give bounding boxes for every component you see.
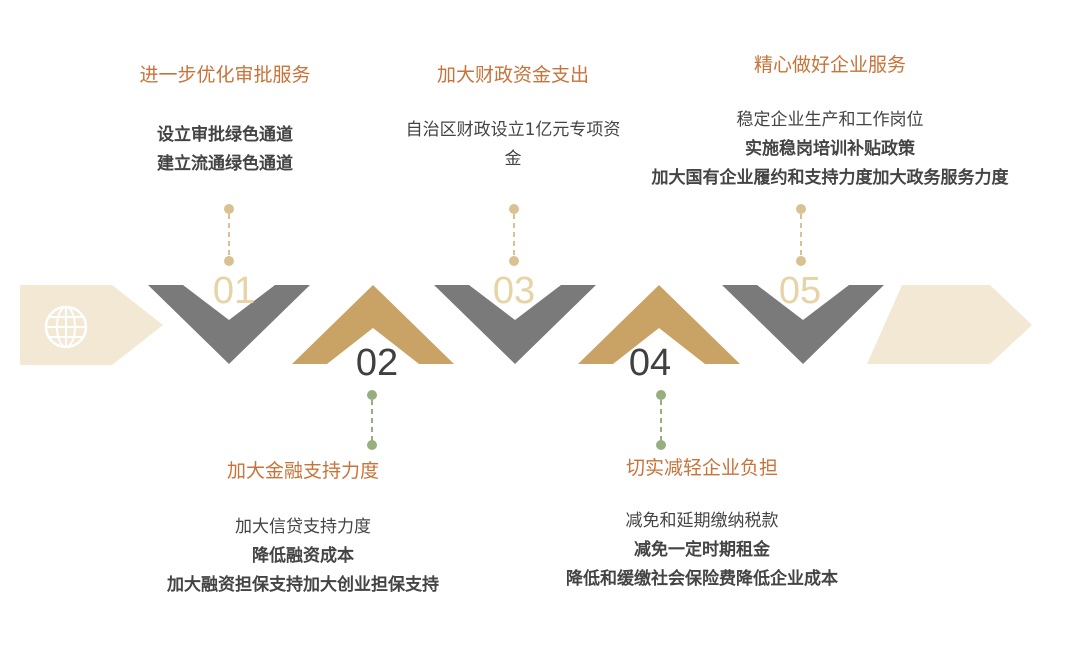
- step-05-line-3: 加大国有企业履约和支持力度加大政务服务力度: [651, 168, 1009, 188]
- step-04-connector: [656, 390, 666, 450]
- step-05-description: 稳定企业生产和工作岗位 实施稳岗培训补贴政策 加大国有企业履约和支持力度加大政务…: [600, 106, 1060, 193]
- step-02-title: 加大金融支持力度: [226, 460, 379, 482]
- step-04-line-1: 减免和延期缴纳税款: [625, 511, 779, 531]
- step-02-description: 加大信贷支持力度 降低融资成本 加大融资担保支持加大创业担保支持: [138, 513, 468, 600]
- step-01-title: 进一步优化审批服务: [139, 64, 311, 86]
- step-01-line-2: 建立流通绿色通道: [157, 154, 293, 174]
- step-03-connector: [509, 204, 519, 266]
- step-05-line-2: 实施稳岗培训补贴政策: [745, 139, 915, 159]
- globe-icon: [44, 305, 88, 349]
- end-arrow-shape: [867, 285, 1032, 364]
- step-04-chevron: [578, 285, 740, 364]
- step-04-line-3: 降低和缓缴社会保险费降低企业成本: [566, 569, 838, 589]
- step-03-line-1: 自治区财政设立1亿元专项资: [405, 120, 621, 140]
- step-03-chevron: [434, 285, 596, 364]
- step-04-number: 04: [628, 342, 672, 384]
- step-01-chevron: [148, 285, 310, 364]
- step-01-number: 01: [212, 270, 256, 312]
- step-05-number: 05: [778, 270, 822, 312]
- step-05-connector: [796, 204, 806, 266]
- step-02-line-2: 降低融资成本: [252, 546, 354, 566]
- step-05-title: 精心做好企业服务: [753, 54, 906, 76]
- step-01-description: 设立审批绿色通道 建立流通绿色通道: [105, 121, 345, 179]
- step-02-number: 02: [355, 342, 399, 384]
- step-04-line-2: 减免一定时期租金: [634, 540, 770, 560]
- step-02-line-3: 加大融资担保支持加大创业担保支持: [167, 575, 439, 595]
- step-02-chevron: [292, 285, 454, 364]
- step-03-description: 自治区财政设立1亿元专项资 金: [388, 116, 638, 174]
- step-05-line-1: 稳定企业生产和工作岗位: [736, 110, 924, 130]
- step-05-chevron: [722, 285, 884, 364]
- step-01-line-1: 设立审批绿色通道: [157, 125, 293, 145]
- step-02-connector: [367, 390, 377, 450]
- step-02-line-1: 加大信贷支持力度: [235, 517, 371, 537]
- step-04-description: 减免和延期缴纳税款 减免一定时期租金 降低和缓缴社会保险费降低企业成本: [537, 507, 867, 594]
- step-01-connector: [224, 204, 234, 266]
- step-04-title: 切实减轻企业负担: [625, 457, 778, 479]
- step-03-title: 加大财政资金支出: [436, 64, 589, 86]
- step-03-number: 03: [492, 270, 536, 312]
- start-arrow-shape: [20, 285, 163, 365]
- step-03-line-2: 金: [504, 149, 522, 169]
